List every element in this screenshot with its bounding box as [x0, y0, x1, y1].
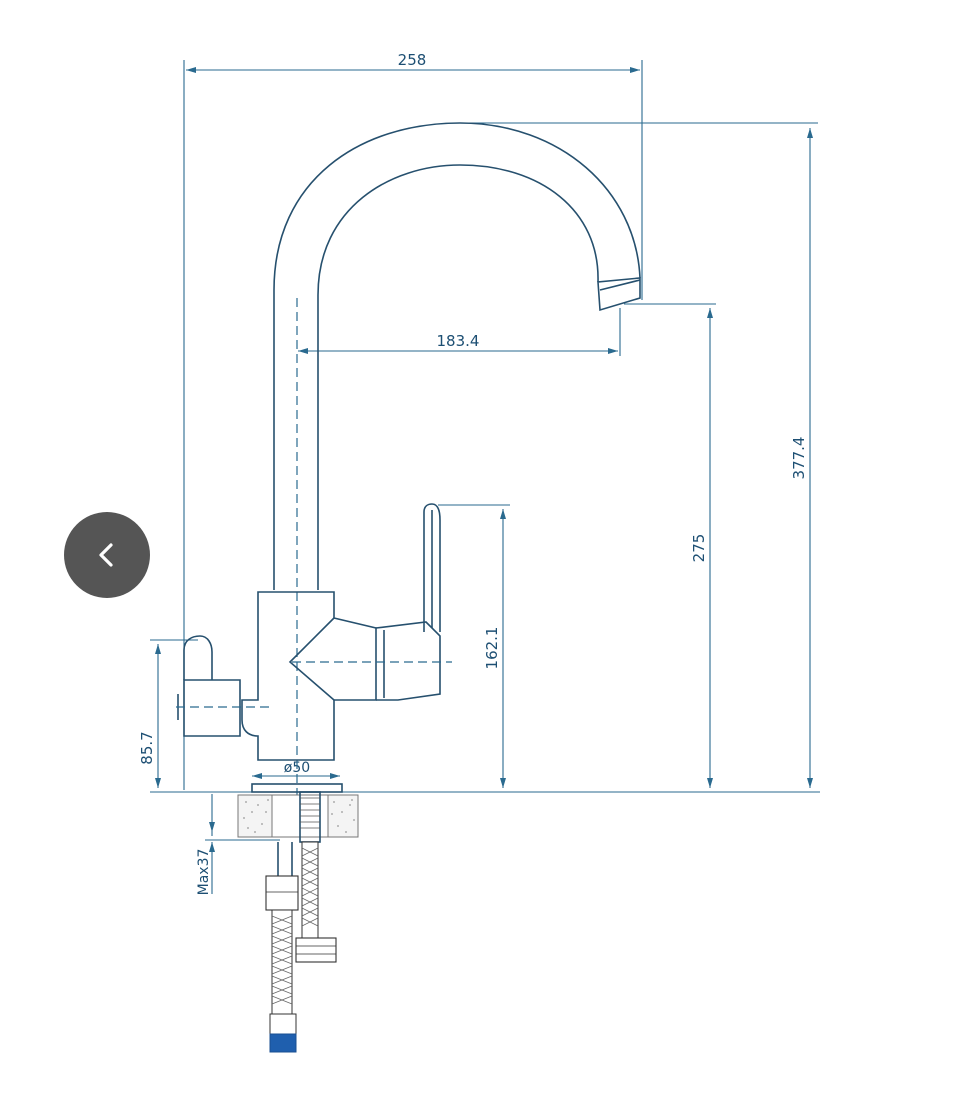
- side-handle-height-dimension-label: 85.7: [138, 731, 156, 764]
- reach-dimension-label: 183.4: [437, 332, 480, 350]
- max-thickness-label: Max37: [196, 849, 212, 896]
- dimension-lines: [150, 60, 820, 894]
- width-dimension-label: 258: [398, 51, 427, 69]
- spout-height-dimension-label: 275: [690, 534, 708, 563]
- worktop-section: [237, 794, 359, 838]
- total-height-dimension-label: 377.4: [790, 437, 808, 480]
- faucet-outline: [176, 122, 641, 796]
- chevron-left-icon: [99, 543, 113, 567]
- supply-hoses: [265, 791, 337, 1053]
- back-button[interactable]: [64, 512, 150, 598]
- lever-height-dimension-label: 162.1: [483, 627, 501, 670]
